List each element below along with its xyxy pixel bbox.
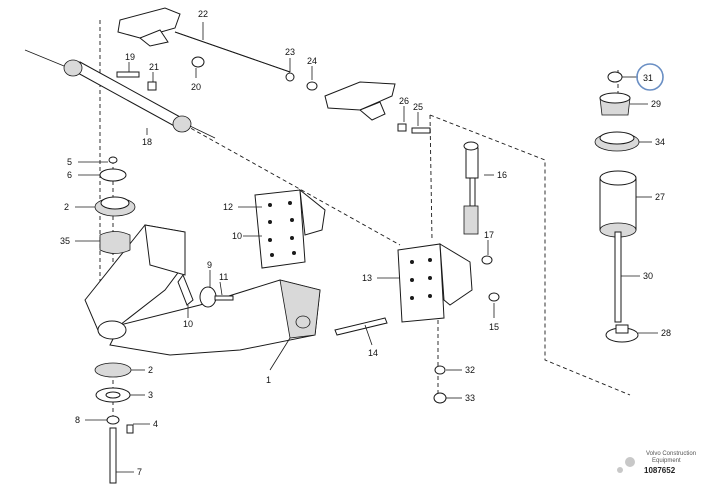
highlight-ring [636, 63, 664, 91]
assembly-guide-lines [99, 20, 631, 420]
label-32: 32 [465, 365, 475, 375]
label-2-upper: 2 [64, 202, 69, 212]
label-18: 18 [142, 137, 152, 147]
label-12: 12 [223, 202, 233, 212]
label-25: 25 [413, 102, 423, 112]
label-2-lower: 2 [148, 365, 153, 375]
label-1: 1 [266, 375, 271, 385]
shock-absorber-16 [463, 141, 479, 235]
left-bushing-stack [94, 156, 136, 254]
upper-bracket-clip [139, 29, 169, 47]
label-26: 26 [399, 96, 409, 106]
label-30: 30 [643, 271, 653, 281]
label-33: 33 [465, 393, 475, 403]
tie-rod-assembly [117, 7, 396, 121]
label-27: 27 [655, 192, 665, 202]
part-labels: 22 19 21 20 23 24 26 25 18 5 6 2 35 12 1… [60, 9, 671, 477]
small-fasteners [116, 56, 431, 134]
bracket-12 [254, 188, 326, 269]
a-frame-part-1 [84, 224, 321, 356]
label-20: 20 [191, 82, 201, 92]
label-7: 7 [137, 467, 142, 477]
watermark-line-1: Volvo Construction [646, 451, 696, 457]
label-23: 23 [285, 47, 295, 57]
label-5: 5 [67, 157, 72, 167]
label-6: 6 [67, 170, 72, 180]
label-35: 35 [60, 236, 70, 246]
label-3: 3 [148, 390, 153, 400]
label-31: 31 [643, 73, 653, 83]
label-8: 8 [75, 415, 80, 425]
label-10: 10 [232, 231, 242, 241]
label-4: 4 [153, 419, 158, 429]
label-34: 34 [655, 137, 665, 147]
document-number: 1087652 [644, 466, 676, 475]
label-13: 13 [362, 273, 372, 283]
misc-parts [177, 255, 500, 404]
label-21: 21 [149, 62, 159, 72]
upper-bracket-left [117, 7, 181, 39]
link-rod-18 [24, 49, 216, 139]
label-9: 9 [207, 260, 212, 270]
lower-bushing-stack [94, 362, 134, 484]
label-11: 11 [219, 272, 228, 282]
label-22: 22 [198, 9, 208, 19]
label-29: 29 [651, 99, 661, 109]
label-16: 16 [497, 170, 507, 180]
label-14: 14 [368, 348, 378, 358]
label-24: 24 [307, 56, 317, 66]
watermark-block: Volvo Construction Equipment 1087652 [617, 451, 696, 475]
label-10-lower: 10 [183, 319, 193, 329]
bracket-13 [397, 243, 473, 323]
label-17: 17 [484, 230, 494, 240]
label-19: 19 [125, 52, 135, 62]
label-15: 15 [489, 322, 499, 332]
leader-lines [75, 22, 658, 473]
upper-bracket-right [324, 81, 396, 111]
right-spring-stack [594, 71, 640, 343]
label-28: 28 [661, 328, 671, 338]
watermark-line-2: Equipment [652, 458, 681, 464]
